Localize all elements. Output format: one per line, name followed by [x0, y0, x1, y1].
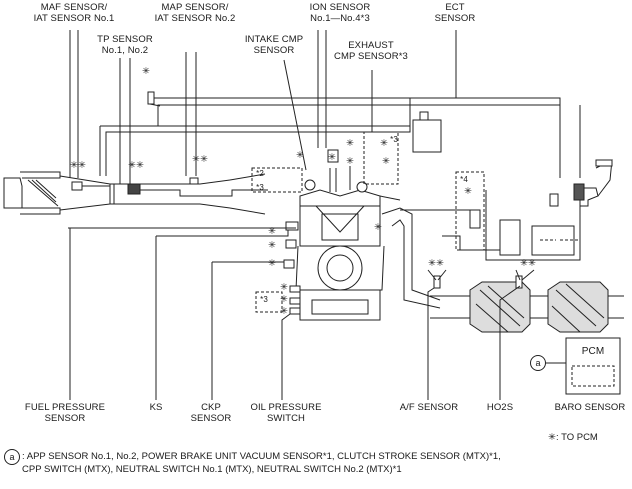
- label-leaders: [69, 30, 535, 281]
- maf-iat-sensor-label: MAF SENSOR/ IAT SENSOR No.1: [33, 2, 115, 24]
- circle-a-marker: a: [530, 355, 546, 371]
- footnote-a-symbol: a: [4, 449, 20, 465]
- note-3-marker: *3: [260, 295, 268, 304]
- star-marker: ✳: [345, 138, 355, 149]
- baro-sensor-label: BARO SENSOR: [554, 402, 626, 413]
- pcm-label: PCM: [581, 346, 605, 357]
- tp-sensor-label: TP SENSOR No.1, No.2: [97, 34, 153, 56]
- star-marker: ✳: [327, 152, 337, 163]
- star-marker: ✳: [267, 258, 277, 269]
- star-marker: ✳✳: [127, 160, 145, 171]
- footnote-line-2: CPP SWITCH (MTX), NEUTRAL SWITCH No.1 (M…: [22, 464, 402, 475]
- star-marker: ✳: [279, 282, 289, 293]
- star-marker: ✳: [381, 156, 391, 167]
- evap-purge-pipes: [99, 97, 581, 178]
- fuel-pressure-sensor-label: FUEL PRESSURE SENSOR: [24, 402, 106, 424]
- pcm-box: [565, 337, 621, 395]
- note-3-marker: *3: [256, 183, 264, 192]
- ect-sensor-label: ECT SENSOR: [434, 2, 476, 24]
- note-3-marker: *3: [390, 135, 398, 144]
- star-marker: ✳✳: [69, 160, 87, 171]
- engine-block: [295, 166, 385, 321]
- dashed-groupings: [251, 131, 485, 313]
- star-marker: ✳: [379, 138, 389, 149]
- star-marker: ✳: [345, 156, 355, 167]
- exhaust-cmp-sensor-label: EXHAUST CMP SENSOR*3: [334, 40, 408, 62]
- note-2-marker: *2: [256, 169, 264, 178]
- ion-sensor-label: ION SENSOR No.1—No.4*3: [309, 2, 371, 24]
- air-intake-duct: [3, 171, 266, 215]
- star-marker: ✳: [267, 240, 277, 251]
- star-marker: ✳: [279, 306, 289, 317]
- star-marker: ✳✳: [519, 258, 537, 269]
- star-marker: ✳: [279, 294, 289, 305]
- af-sensor-label: A/F SENSOR: [399, 402, 459, 413]
- oil-pressure-switch-label: OIL PRESSURE SWITCH: [250, 402, 322, 424]
- signal-wires: [68, 103, 521, 400]
- star-marker: ✳: [373, 222, 383, 233]
- note-4-marker: *4: [460, 175, 468, 184]
- fuel-tank: [485, 159, 613, 261]
- intake-cmp-sensor-label: INTAKE CMP SENSOR: [244, 34, 304, 56]
- sensor-elements: [71, 91, 559, 315]
- star-marker: ✳: [267, 226, 277, 237]
- star-marker: ✳✳: [427, 258, 445, 269]
- ks-label: KS: [149, 402, 163, 413]
- to-pcm-legend: ✳: TO PCM: [548, 432, 598, 443]
- star-marker: ✳: [295, 150, 305, 161]
- ckp-sensor-label: CKP SENSOR: [190, 402, 232, 424]
- star-marker: ✳✳: [191, 154, 209, 165]
- star-marker: ✳: [141, 66, 151, 77]
- footnote-line-1: : APP SENSOR No.1, No.2, POWER BRAKE UNI…: [22, 451, 501, 462]
- map-iat-sensor-label: MAP SENSOR/ IAT SENSOR No.2: [154, 2, 236, 24]
- ho2s-label: HO2S: [486, 402, 514, 413]
- star-marker: ✳: [463, 186, 473, 197]
